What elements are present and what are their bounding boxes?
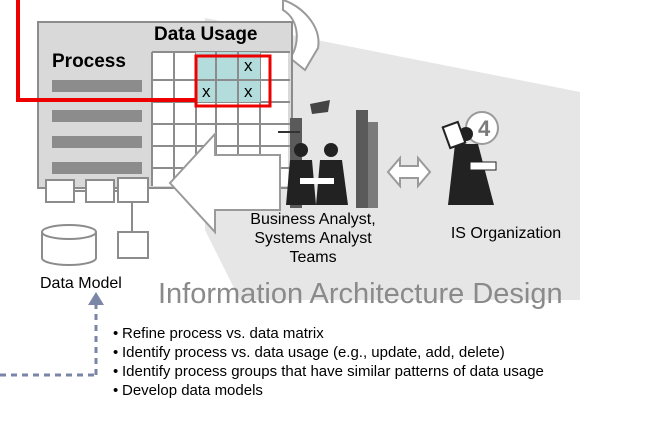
data-model-diagram xyxy=(41,177,149,266)
design-title: Information Architecture Design xyxy=(158,278,563,310)
highlight-border xyxy=(194,54,272,108)
dotted-connector xyxy=(0,302,98,377)
bullet-item: Identify process vs. data usage (e.g., u… xyxy=(112,343,652,362)
usage-mark: x xyxy=(244,56,253,75)
double-arrow xyxy=(386,155,432,189)
usage-mark: x xyxy=(244,82,253,101)
bullet-item: Identify process groups that have simila… xyxy=(112,362,562,381)
highlighted-cells xyxy=(196,52,260,102)
data-model-label: Data Model xyxy=(40,275,122,292)
background-panel xyxy=(205,18,580,300)
step-number: 4 xyxy=(478,116,491,141)
matrix-title: Data Usage xyxy=(154,24,258,45)
analysts-figure xyxy=(278,100,378,208)
highlight-lead-line xyxy=(16,0,196,102)
dotted-arrowhead xyxy=(88,292,104,305)
process-label: Process xyxy=(52,51,126,72)
analyst-teams-line: Business Analyst, xyxy=(250,211,376,228)
is-organization-label: IS Organization xyxy=(450,225,562,242)
design-bullets: Refine process vs. data matrix Identify … xyxy=(112,324,652,400)
bullet-item: Develop data models xyxy=(112,381,652,400)
analyst-teams-line: Teams xyxy=(289,249,337,266)
process-rows xyxy=(52,80,142,174)
usage-mark: x xyxy=(202,82,211,101)
left-arrow xyxy=(168,131,281,235)
analyst-teams-line: Systems Analyst xyxy=(254,230,372,247)
analyst-teams-label: Business Analyst, Systems Analyst Teams xyxy=(248,210,378,267)
is-org-figure xyxy=(441,111,499,205)
curved-arrow xyxy=(282,0,320,72)
bullet-item: Refine process vs. data matrix xyxy=(112,324,652,343)
